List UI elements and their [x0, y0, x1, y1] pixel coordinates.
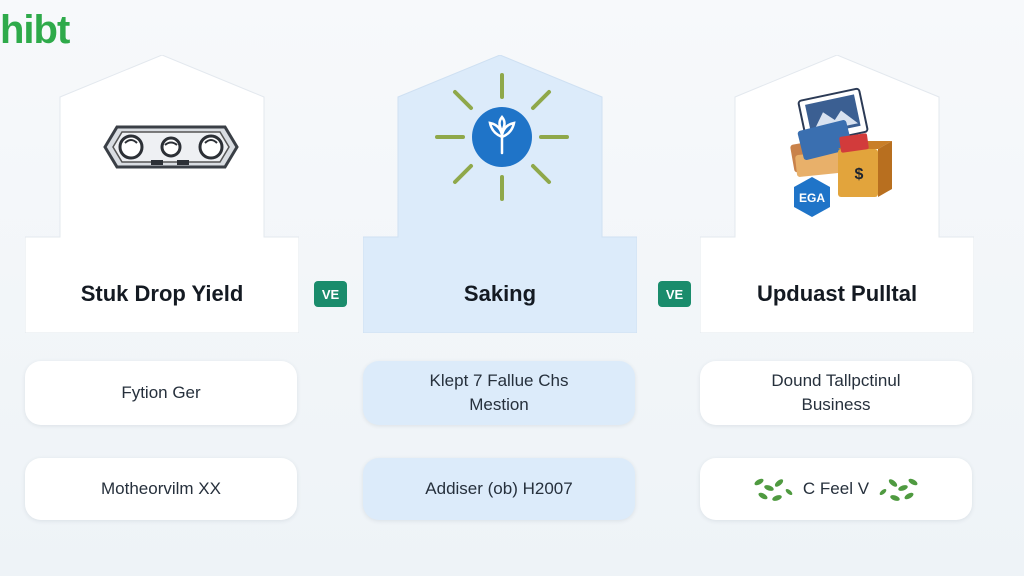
house-card: Saking	[363, 55, 637, 333]
leaf-ornament-left-icon	[754, 478, 793, 501]
house-card: Stuk Drop Yield	[25, 55, 299, 333]
hex-label: EGA	[799, 191, 825, 205]
column-title: Upduast Pulltal	[756, 281, 918, 306]
column-title: Saking	[463, 281, 537, 306]
detail-text: Addiser (ob) H2007	[425, 479, 573, 498]
house-card: $ EGA Upduast Pulltal	[700, 55, 974, 333]
detail-card[interactable]: Klept 7 Fallue Chs Mestion	[363, 361, 635, 425]
detail-text: C Feel V	[802, 479, 870, 498]
house-shape	[700, 55, 974, 333]
detail-text: Motheorvilm XX	[101, 479, 221, 498]
detail-card[interactable]: Fytion Ger	[25, 361, 297, 425]
wallet-cards-icon: $ EGA	[700, 65, 974, 225]
connector-badge: VE	[658, 281, 691, 307]
detail-text-line2: Business	[801, 395, 871, 414]
brand-logo: hibt	[0, 8, 70, 52]
detail-card[interactable]: C Feel V	[700, 458, 972, 520]
sun-leaf-icon	[363, 65, 637, 225]
leaf-ornament-right-icon	[879, 478, 918, 501]
detail-text-line1: Dound Tallpctinul	[771, 371, 901, 390]
detail-text-line2: Mestion	[469, 395, 529, 414]
detail-card[interactable]: Addiser (ob) H2007	[363, 458, 635, 520]
detail-card[interactable]: Dound Tallpctinul Business	[700, 361, 972, 425]
house-shape	[25, 55, 299, 333]
box-label: $	[855, 166, 864, 183]
detail-card[interactable]: Motheorvilm XX	[25, 458, 297, 520]
connector-badge: VE	[314, 281, 347, 307]
detail-text-line1: Klept 7 Fallue Chs	[429, 371, 569, 390]
vault-badge-icon	[25, 65, 299, 225]
detail-text: Fytion Ger	[121, 383, 201, 402]
column-title: Stuk Drop Yield	[80, 281, 244, 306]
